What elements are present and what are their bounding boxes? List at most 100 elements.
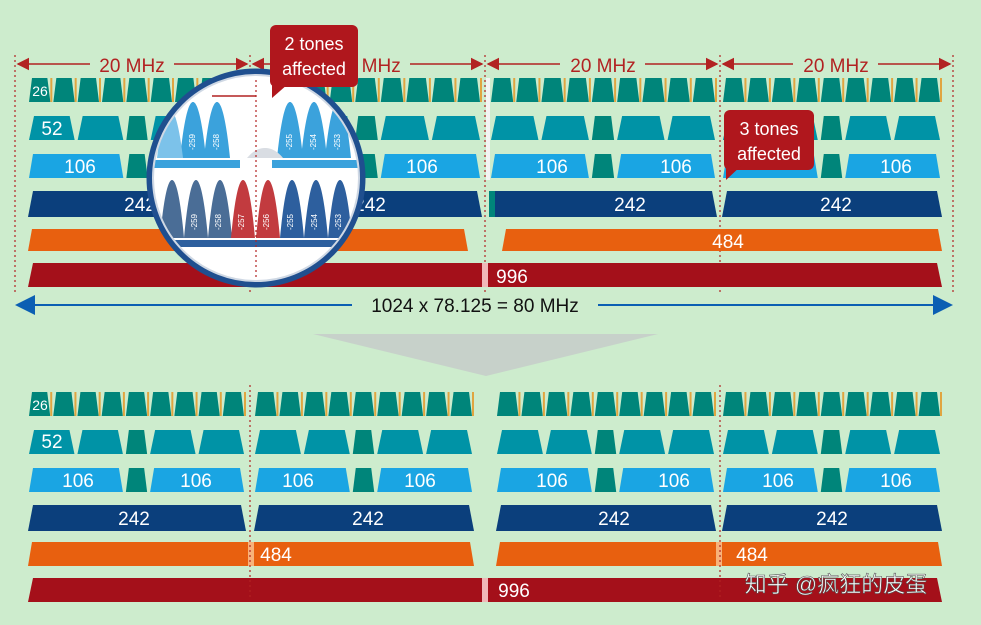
bot-ru106-band3-2 — [619, 468, 714, 492]
bot-ru52-band2-4 — [426, 430, 472, 454]
top-ru106-band3-1 — [491, 154, 589, 178]
callout-2-tones: 2 tones affected — [270, 25, 358, 98]
top-label-106-3: 106 — [536, 157, 568, 178]
bot-ru26-band2-gap-8 — [447, 392, 450, 416]
bot-ru52-band1-2 — [77, 430, 123, 454]
bottom-label-242-3: 242 — [598, 509, 630, 530]
top-ru26-band3-7 — [642, 78, 665, 102]
bot-ru26-band2-5 — [352, 392, 375, 416]
top-ru26-band2-gap-5 — [377, 78, 380, 102]
span-arrow: 1024 x 78.125 = 80 MHz — [15, 295, 953, 317]
bottom-label-106-7: 106 — [762, 471, 794, 492]
top-ru26-band2-gap-7 — [428, 78, 431, 102]
lens-lower-tone-label-5: -255 — [286, 213, 295, 230]
bot-ru26-band1-6 — [150, 392, 172, 416]
bot-ru26-band1-gap-1 — [50, 392, 53, 416]
top-ru52-band4-4 — [894, 116, 940, 140]
bot-ru26-band2-gap-3 — [325, 392, 328, 416]
bot-ru52-band4-mid — [820, 430, 843, 454]
top-ru52-band3-2 — [541, 116, 589, 140]
top-center-tone — [489, 191, 495, 217]
bot-ru52-band2-mid — [352, 430, 375, 454]
bot-ru52-band1-1 — [29, 430, 75, 454]
lens-upper-tone-1 — [180, 102, 206, 158]
top-label-242-3: 242 — [614, 195, 646, 216]
bot-ru26-band1-gap-2 — [74, 392, 77, 416]
bot-ru106-band1-1 — [29, 468, 123, 492]
bot-ru106-band3-1 — [497, 468, 592, 492]
top-center-gap — [486, 78, 490, 180]
top-ru242-band4 — [722, 191, 942, 217]
bot-ru26-band1-gap-4 — [122, 392, 125, 416]
bot-ru26-band2-gap-5 — [374, 392, 377, 416]
bottom-label-106-3: 106 — [282, 471, 314, 492]
top-label-242-4: 242 — [820, 195, 852, 216]
bot-ru26-band3-gap-6 — [640, 392, 643, 416]
top-label-484: 484 — [712, 232, 744, 253]
bot-ru26-band3-gap-1 — [518, 392, 521, 416]
bot-ru26-band3-gap-2 — [542, 392, 545, 416]
top-ru26-band4-gap-1 — [744, 78, 747, 102]
top-ru26-band3-8 — [667, 78, 690, 102]
bot-ru26-band4-3 — [771, 392, 794, 416]
bot-ru106-band3-mid — [594, 468, 617, 492]
bot-ru26-band3-gap-3 — [567, 392, 570, 416]
bot-ru26-band4-9 — [918, 392, 940, 416]
callout-3-tones: 3 tones affected — [724, 110, 814, 180]
bot-ru26-band3-9 — [692, 392, 714, 416]
bot-ru26-band3-4 — [570, 392, 592, 416]
lens-lower-tone-6 — [280, 180, 304, 238]
lens-lower-tone-label-1: -259 — [190, 213, 199, 230]
bot-ru106-band2-2 — [377, 468, 472, 492]
bot-ru26-band3-gap-5 — [616, 392, 619, 416]
lens-lower-tone-label-4: -256 — [262, 213, 271, 230]
bot-ru26-band3-1 — [497, 392, 519, 416]
bot-ru26-band4-gap-6 — [866, 392, 869, 416]
bot-484-dc-2 — [716, 542, 722, 566]
top-ru26-band2-gap-3 — [326, 78, 329, 102]
bot-ru26-band1-7 — [174, 392, 196, 416]
span-label: 1024 x 78.125 = 80 MHz — [371, 296, 579, 317]
lens-lower-tone-label-2: -258 — [214, 213, 223, 230]
bot-ru52-band1-3 — [150, 430, 196, 454]
top-ru52-band2-4 — [431, 116, 480, 140]
bot-ru26-band4-2 — [747, 392, 769, 416]
bot-ru26-band2-9 — [450, 392, 472, 416]
top-ru26-band4-gap-3 — [793, 78, 796, 102]
top-ru26-band4-1 — [723, 78, 745, 102]
lens-lower-tone-8 — [328, 180, 352, 238]
bot-ru26-band1-9 — [222, 392, 244, 416]
magnifier-lens: -259-258-255-254-253-259-258-257-256-255… — [146, 68, 366, 288]
bottom-label-26: 26 — [32, 397, 48, 413]
top-ru52-band3-4 — [667, 116, 715, 140]
lens-upper-tone-label-5: -253 — [333, 133, 342, 150]
top-ru26-band2-6 — [380, 78, 404, 102]
transition-arrow — [313, 334, 658, 376]
top-ru26-band3-5 — [591, 78, 615, 102]
top-ru26-band3-3 — [541, 78, 564, 102]
bottom-label-106-4: 106 — [404, 471, 436, 492]
bottom-ru-blocks — [28, 392, 942, 602]
bot-ru52-band3-2 — [545, 430, 592, 454]
bottom-label-106-1: 106 — [62, 471, 94, 492]
top-ru106-band4-2 — [845, 154, 940, 178]
top-ru26-band2-9 — [457, 78, 480, 102]
bot-ru26-band2-8 — [426, 392, 448, 416]
bot-ru26-band1-gap-5 — [147, 392, 150, 416]
top-ru106-band2-2 — [380, 154, 480, 178]
bot-ru106-band4-1 — [723, 468, 818, 492]
bot-ru26-band4-gap-1 — [744, 392, 747, 416]
top-996-dc — [482, 263, 488, 287]
bot-ru26-band1-3 — [77, 392, 99, 416]
top-ru26-band4-gap-9 — [940, 78, 942, 102]
bot-ru242-band1 — [28, 505, 246, 531]
top-ru26-band3-gap-7 — [664, 78, 667, 102]
top-ru106-band4-mid — [820, 154, 843, 178]
top-ru26-band3-gap-9 — [715, 78, 717, 102]
lens-upper-band-right — [272, 160, 359, 168]
bot-ru26-band4-6 — [845, 392, 867, 416]
lens-lower-tone-1 — [160, 180, 184, 238]
bottom-label-484-2: 484 — [736, 545, 768, 566]
bot-ru52-band4-1 — [723, 430, 769, 454]
